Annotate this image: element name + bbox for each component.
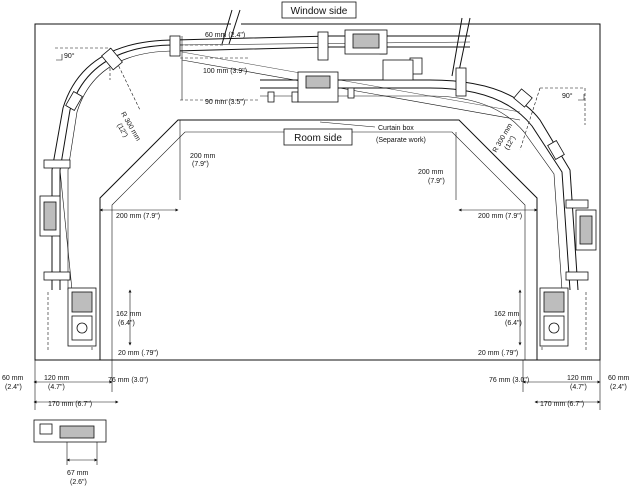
end-motor-right xyxy=(539,287,569,347)
rail-top-lower xyxy=(181,51,579,291)
dim-120-right-b: (4.7") xyxy=(570,384,587,391)
window-side-box xyxy=(281,1,357,19)
end-motor-left xyxy=(67,287,97,347)
angle-marker-right xyxy=(578,94,585,101)
dim-120-right-a: 120 mm xyxy=(567,375,592,382)
dim-170-right: 170 mm (6.7") xyxy=(540,401,584,408)
dim-67-a: 67 mm xyxy=(67,470,89,477)
angle-marker-left xyxy=(56,54,63,61)
dim-60-left-a: 60 mm xyxy=(2,375,24,382)
dim-120-left-a: 120 mm xyxy=(44,375,69,382)
curtain-box-outline xyxy=(99,119,538,360)
rail-left xyxy=(51,39,176,291)
side-profile-view xyxy=(33,419,107,443)
bracket-set xyxy=(43,31,589,281)
dim-200-vert-right-b: (7.9") xyxy=(428,178,445,185)
curtain-box-inner xyxy=(111,131,526,360)
dimension-lines xyxy=(33,36,601,465)
angle-left-label: 90° xyxy=(64,52,75,60)
window-side-label: Window side xyxy=(291,6,348,17)
dim-120-left-b: (4.7") xyxy=(48,384,65,391)
dim-200-vert-left-b: (7.9") xyxy=(192,161,209,168)
dim-20-right: 20 mm (.79") xyxy=(478,350,518,357)
dim-200-horiz-right: 200 mm (7.9") xyxy=(478,213,522,220)
dim-162-right-a: 162 mm xyxy=(494,311,519,318)
side-runner-right xyxy=(575,209,597,251)
dim-60-left-b: (2.4") xyxy=(5,384,22,391)
dim-100: 100 mm (3.9") xyxy=(203,68,247,75)
dim-60-right-a: 60 mm xyxy=(608,375,630,382)
motor-unit-top xyxy=(297,29,414,103)
dim-200-vert-left-a: 200 mm xyxy=(190,153,215,160)
dim-162-left-a: 162 mm xyxy=(116,311,141,318)
dim-67-b: (2.6") xyxy=(70,479,87,486)
dim-20-left: 20 mm (.79") xyxy=(118,350,158,357)
dim-162-right-b: (6.4") xyxy=(505,320,522,327)
separate-work-label: (Separate work) xyxy=(376,137,426,144)
dim-90: 90 mm (3.5") xyxy=(205,99,245,106)
dim-76-right: 76 mm (3.0") xyxy=(489,377,529,384)
room-side-box xyxy=(283,128,353,146)
dim-76-left: 76 mm (3.0") xyxy=(108,377,148,384)
curtain-box-leader xyxy=(319,121,376,128)
room-side-label: Room side xyxy=(294,133,342,144)
dim-162-left-b: (6.4") xyxy=(118,320,135,327)
dim-200-horiz-left: 200 mm (7.9") xyxy=(116,213,160,220)
dim-170-left: 170 mm (6.7") xyxy=(48,401,92,408)
dim-60-right-b: (2.4") xyxy=(610,384,627,391)
angle-right-label: 90° xyxy=(562,92,573,100)
side-runner-left xyxy=(39,195,61,237)
dim-200-vert-right-a: 200 mm xyxy=(418,169,443,176)
dim-60-top: 60 mm (2.4") xyxy=(205,32,245,39)
curtain-box-label: Curtain box xyxy=(378,125,414,132)
